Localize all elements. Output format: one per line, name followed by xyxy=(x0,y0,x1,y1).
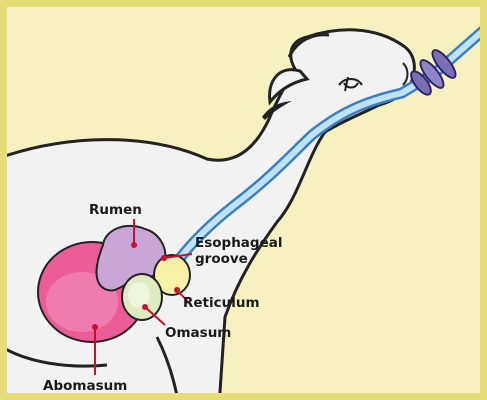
label-rumen: Rumen xyxy=(89,202,142,218)
label-abomasum: Abomasum xyxy=(43,378,127,394)
label-esophageal-groove-line2: groove xyxy=(195,251,248,267)
calf-body xyxy=(7,30,414,400)
calf-stomach-diagram: Rumen Esophageal groove Reticulum Omasum… xyxy=(7,7,487,400)
label-reticulum: Reticulum xyxy=(183,295,260,311)
label-esophageal-groove-line1: Esophageal xyxy=(195,235,282,251)
omasum-highlight xyxy=(128,282,150,308)
label-omasum: Omasum xyxy=(165,325,231,341)
